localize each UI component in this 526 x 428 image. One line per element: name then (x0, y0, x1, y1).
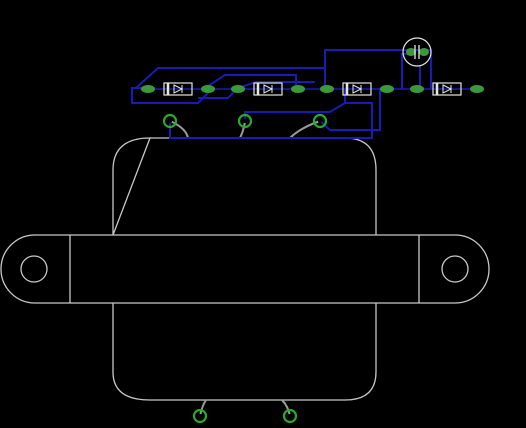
terminal-pad-3[interactable] (312, 113, 328, 129)
capacitor-pad-1[interactable] (406, 48, 416, 56)
diode-pad-anode[interactable] (141, 85, 155, 93)
trace-inner (237, 81, 315, 89)
diode-2[interactable] (231, 82, 305, 96)
diode-pad-anode[interactable] (320, 85, 334, 93)
diode-pad-cathode[interactable] (470, 85, 484, 93)
diode-4[interactable] (410, 82, 484, 96)
capacitor[interactable] (402, 37, 432, 67)
terminal-pad-1[interactable] (162, 113, 178, 129)
diode-body-outline (253, 82, 283, 96)
transformer-mount-bar (0, 234, 490, 304)
lead-3 (289, 120, 321, 139)
diode-body-outline (163, 82, 193, 96)
transformer-footprint[interactable] (0, 137, 490, 401)
diode-pad-anode[interactable] (410, 85, 424, 93)
trace-cap-loop (324, 49, 432, 89)
lead-1 (169, 120, 189, 139)
trace-center-tap (244, 102, 346, 121)
diode-pad-cathode[interactable] (291, 85, 305, 93)
diode-symbol-icon (352, 84, 363, 94)
terminal-pad-2[interactable] (237, 113, 253, 129)
terminal-pads[interactable] (162, 113, 328, 424)
diode-symbol-icon (173, 84, 184, 94)
mounting-hole-left-icon[interactable] (20, 255, 48, 283)
diode-1[interactable] (141, 82, 215, 96)
terminal-pad-4[interactable] (192, 408, 208, 424)
terminal-pad-5[interactable] (282, 408, 298, 424)
capacitor-pad-2[interactable] (419, 48, 429, 56)
diode-3[interactable] (320, 82, 394, 96)
mounting-hole-right-icon[interactable] (441, 255, 469, 283)
diode-pad-anode[interactable] (231, 85, 245, 93)
diode-pad-cathode[interactable] (201, 85, 215, 93)
diode-symbol-icon (263, 84, 274, 94)
diode-pad-cathode[interactable] (380, 85, 394, 93)
diode-body-outline (432, 82, 462, 96)
diode-body-outline (342, 82, 372, 96)
capacitor-outline (402, 37, 432, 67)
trace-return (169, 89, 373, 139)
diode-symbol-icon (442, 84, 453, 94)
